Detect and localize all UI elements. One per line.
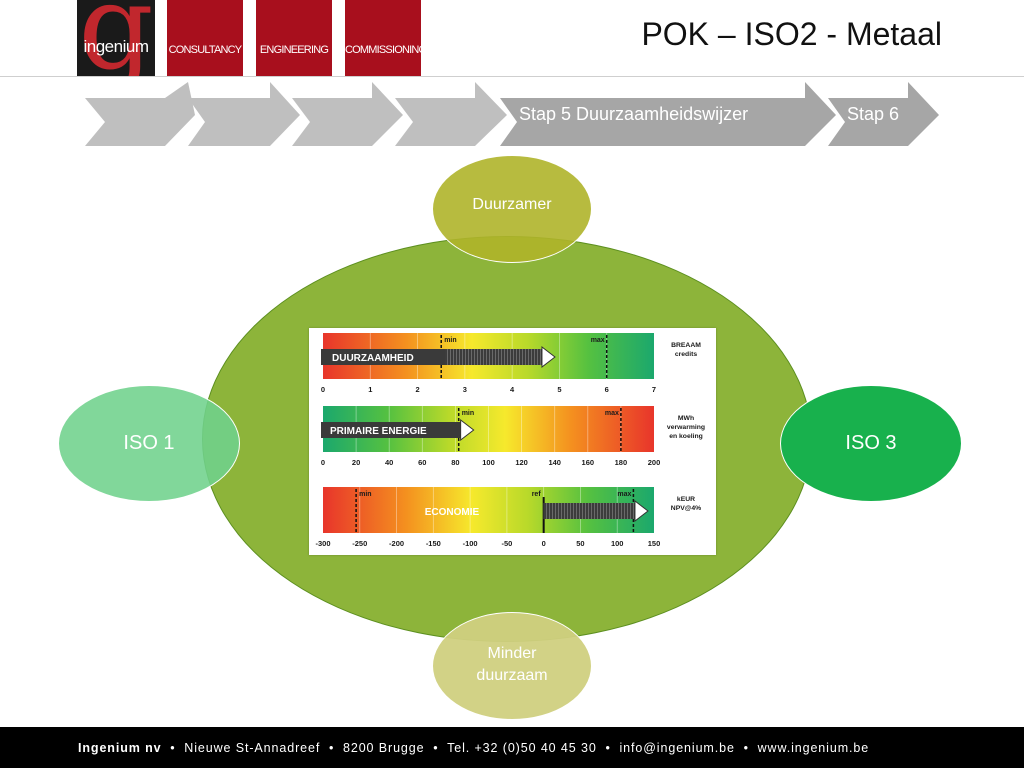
step-6-label: Stap 6 xyxy=(847,104,900,124)
gauge-tick-label: -200 xyxy=(389,539,404,548)
gauge-tick-label: 5 xyxy=(557,385,561,394)
less-sustainable-line1: Minder xyxy=(487,645,537,662)
gauge-tick-label: 150 xyxy=(648,539,661,548)
gauge-tick-label: 0 xyxy=(321,458,325,467)
gauge-tick-label: 200 xyxy=(648,458,661,467)
gauge-tick-label: 40 xyxy=(385,458,393,467)
gauge-tick-label: -300 xyxy=(315,539,330,548)
step-5-chevron[interactable] xyxy=(500,82,836,146)
footer-city: 8200 Brugge xyxy=(343,741,425,755)
step-5-label: Stap 5 Duurzaamheidswijzer xyxy=(519,104,749,124)
less-sustainable-label: Minder duurzaam xyxy=(476,643,547,687)
gauge-unit-label: en koeling xyxy=(669,433,703,440)
footer-company: Ingenium nv xyxy=(78,741,162,755)
service-label: ENGINEERING xyxy=(259,44,329,56)
gauge-arrow-head xyxy=(460,418,475,442)
more-sustainable-label: Duurzamer xyxy=(472,196,552,213)
footer-separator: • xyxy=(328,741,335,755)
gauge-min-label: min xyxy=(462,410,474,417)
gauge-tick-label: 6 xyxy=(605,385,609,394)
process-steps xyxy=(85,82,939,146)
gauge-min-label: min xyxy=(359,491,371,498)
gauge-unit-label: verwarming xyxy=(667,424,705,431)
step-1-chevron[interactable] xyxy=(85,82,195,146)
gauge-tick-label: 120 xyxy=(515,458,528,467)
gauge-tick-label: -50 xyxy=(501,539,512,548)
iso-1-label: ISO 1 xyxy=(123,432,175,454)
less-sustainable-node[interactable]: Minder duurzaam xyxy=(432,612,592,720)
step-4-chevron[interactable] xyxy=(395,82,507,146)
gauge-name: ECONOMIE xyxy=(425,507,480,518)
iso-3-label: ISO 3 xyxy=(845,432,897,454)
service-label: CONSULTANCY xyxy=(168,44,243,56)
gauge-tick-label: 80 xyxy=(451,458,459,467)
footer-contact: Ingenium nv • Nieuwe St-Annadreef • 8200… xyxy=(78,741,869,755)
gauge-tick-label: 50 xyxy=(576,539,584,548)
gauge-tick-label: 60 xyxy=(418,458,426,467)
gauge-max-label: max xyxy=(591,337,605,344)
footer-separator: • xyxy=(743,741,749,755)
step-6-chevron[interactable] xyxy=(828,82,939,146)
gauge-tick-label: 100 xyxy=(482,458,495,467)
gauge-unit-label: credits xyxy=(675,351,698,358)
gauge-tick-label: -100 xyxy=(463,539,478,548)
step-3-chevron[interactable] xyxy=(292,82,403,146)
gauge-arrow-head xyxy=(541,345,556,369)
gauge-tick-label: 20 xyxy=(352,458,360,467)
footer-phone: Tel. +32 (0)50 40 45 30 xyxy=(447,741,597,755)
less-sustainable-line2: duurzaam xyxy=(476,667,548,684)
gauge-tick-label: 1 xyxy=(368,385,372,394)
service-commissioning[interactable]: COMMISSIONING xyxy=(345,0,427,76)
gauge-ref-label: ref xyxy=(532,491,542,498)
gauge-tick-label: -150 xyxy=(426,539,441,548)
gauge-tick-label: 7 xyxy=(652,385,656,394)
gauge-tick-label: -250 xyxy=(352,539,367,548)
gauge-min-label: min xyxy=(444,337,456,344)
gauge-arrow-shaft xyxy=(445,349,542,365)
gauge-label-box xyxy=(321,422,463,438)
header-divider xyxy=(0,76,1024,77)
ingenium-logo[interactable]: g ingenium xyxy=(77,0,155,76)
gauge-tick-label: 160 xyxy=(582,458,595,467)
service-engineering[interactable]: ENGINEERING xyxy=(256,0,332,76)
gauge-unit-label: MWh xyxy=(678,415,694,422)
gauge-tick-label: 140 xyxy=(548,458,561,467)
footer-separator: • xyxy=(170,741,176,755)
gauge-unit-label: BREAAM xyxy=(671,342,701,349)
gauge-arrow-shaft xyxy=(543,503,635,519)
gauge-label-box xyxy=(321,349,445,365)
service-label: COMMISSIONING xyxy=(345,44,427,56)
gauge-unit-label: kEUR xyxy=(677,496,695,503)
footer-email-link[interactable]: info@ingenium.be xyxy=(619,741,735,755)
step-2-chevron[interactable] xyxy=(188,82,300,146)
footer-separator: • xyxy=(433,741,439,755)
gauge-max-label: max xyxy=(605,410,619,417)
gauge-tick-label: 2 xyxy=(415,385,419,394)
gauge-max-label: max xyxy=(617,491,631,498)
footer: Ingenium nv • Nieuwe St-Annadreef • 8200… xyxy=(0,727,1024,768)
logo-word: ingenium xyxy=(83,37,150,56)
page-title: POK – ISO2 - Metaal xyxy=(641,16,942,52)
iso-1-node[interactable]: ISO 1 xyxy=(58,385,240,502)
footer-web-link[interactable]: www.ingenium.be xyxy=(757,741,870,755)
gauge-unit-label: NPV@4% xyxy=(671,505,701,512)
gauge-name: DUURZAAMHEID xyxy=(332,353,414,364)
gauge-tick-label: 0 xyxy=(542,539,546,548)
gauge-tick-label: 100 xyxy=(611,539,624,548)
gauge-tick-label: 180 xyxy=(615,458,628,467)
gauge-name: PRIMAIRE ENERGIE xyxy=(330,426,427,437)
gauge-tick-label: 4 xyxy=(510,385,515,394)
gauge-tick-label: 3 xyxy=(463,385,467,394)
logo-letter: g xyxy=(78,0,154,76)
footer-separator: • xyxy=(605,741,611,755)
more-sustainable-node[interactable]: Duurzamer xyxy=(432,155,592,263)
service-consultancy[interactable]: CONSULTANCY xyxy=(167,0,243,76)
footer-address: Nieuwe St-Annadreef xyxy=(184,741,321,755)
gauge-tick-label: 0 xyxy=(321,385,325,394)
gauge-arrow-head xyxy=(634,499,649,523)
iso-3-node[interactable]: ISO 3 xyxy=(780,385,962,502)
